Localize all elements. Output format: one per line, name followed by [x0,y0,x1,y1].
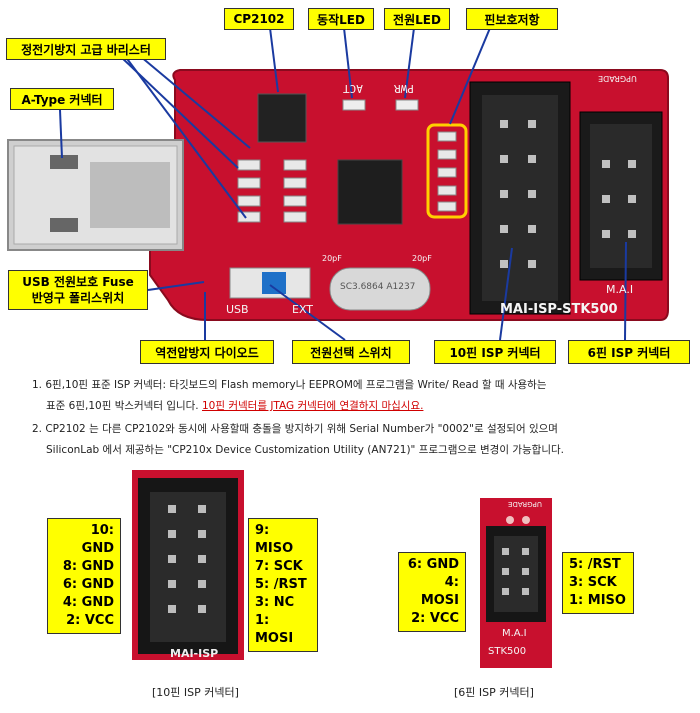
callout-reverse-diode: 역전압방지 다이오드 [140,340,274,364]
cap-20pf-left: 20pF [322,254,342,263]
cap-20pf-right: 20pF [412,254,432,263]
isp6-pin-1: 1: MISO [569,593,626,608]
leader-lines [59,27,627,341]
isp10-pin-8: 8: GND [62,559,114,574]
note-1-line1: 1. 6핀,10핀 표준 ISP 커넥터: 타깃보드의 Flash memory… [32,379,547,391]
pin-resistor-box [426,123,468,219]
callout-pin-resistor: 핀보호저항 [466,8,558,30]
callout-act-led: 동작LED [308,8,374,30]
caption-isp10: [10핀 ISP 커넥터] [152,686,239,699]
silk-upgrade: UPGRADE [598,74,637,83]
silk-mai: M.A.I [606,283,634,296]
isp6-pin-6: 6: GND [407,557,459,572]
isp6-pin-4: 4: MOSI [420,575,459,608]
isp6-pin-5: 5: /RST [569,557,621,572]
note-2-line2: SiliconLab 에서 제공하는 "CP210x Device Custom… [46,444,564,456]
isp10-pin-5: 5: /RST [255,577,307,592]
callout-esd-varistor: 정전기방지 고급 바리스터 [6,38,166,60]
isp10-right-pins: 9: MISO 7: SCK 5: /RST 3: NC 1: MOSI [248,518,318,652]
callout-isp10: 10핀 ISP 커넥터 [434,340,556,364]
silk-pwr: PWR [394,82,414,95]
callout-power-switch: 전원선택 스위치 [292,340,410,364]
silk-model: MAI-ISP-STK500 [500,302,618,317]
isp6-silk-mai: M.A.I [502,628,527,639]
callout-usb-fuse: USB 전원보호 Fuse 반영구 폴리스위치 [8,270,148,310]
isp10-pin-3: 3: NC [255,595,295,610]
callout-a-type: A-Type 커넥터 [10,88,114,110]
note-1-text: 표준 6핀,10핀 박스커넥터 입니다. [46,400,199,412]
cp2102-chip [257,93,307,143]
isp6-silk-model: STK500 [488,646,527,657]
isp10-pin-2: 2: VCC [66,613,114,628]
note-1-line2: 표준 6핀,10핀 박스커넥터 입니다. 10핀 커넥터를 JTAG 커넥터에 … [46,399,423,413]
pwr-led [395,99,419,111]
isp10-pin-1: 1: MOSI [255,613,294,646]
callout-usb-fuse-line1: USB 전원보호 Fuse [22,275,134,289]
callout-isp6: 6핀 ISP 커넥터 [568,340,690,364]
isp10-pin-10: 10: GND [81,523,114,556]
isp6-left-pins: 6: GND 4: MOSI 2: VCC [398,552,466,632]
jtag-warning: 10핀 커넥터를 JTAG 커넥터에 연결하지 마십시요. [202,400,424,412]
silk-ext: EXT [292,303,314,316]
isp10-pin-7: 7: SCK [255,559,303,574]
isp6-silk-upgrade: UPGRADE [508,500,542,508]
isp6-pin-3: 3: SCK [569,575,617,590]
isp10-pin-9: 9: MISO [255,523,294,556]
isp6-pin-2: 2: VCC [411,611,459,626]
act-led [342,99,366,111]
note-2-line1: 2. CP2102 는 다른 CP2102와 동시에 사용할때 충돌을 방지하기… [32,423,558,435]
silk-act: ACT [343,82,363,95]
callout-cp2102: CP2102 [224,8,294,30]
silk-usb: USB [226,303,249,316]
caption-isp6: [6핀 ISP 커넥터] [454,686,534,699]
isp10-left-pins: 10: GND 8: GND 6: GND 4: GND 2: VCC [47,518,121,634]
isp10-pin-6: 6: GND [62,577,114,592]
isp6-right-pins: 5: /RST 3: SCK 1: MISO [562,552,634,614]
mcu-chip [337,159,403,225]
crystal-text: SC3.6864 A1237 [340,282,416,292]
callout-pwr-led: 전원LED [384,8,450,30]
callout-usb-fuse-line2: 반영구 폴리스위치 [31,291,125,305]
crystal [329,267,431,311]
isp10-silk: MAI-ISP [170,647,219,660]
isp10-pin-4: 4: GND [62,595,114,610]
